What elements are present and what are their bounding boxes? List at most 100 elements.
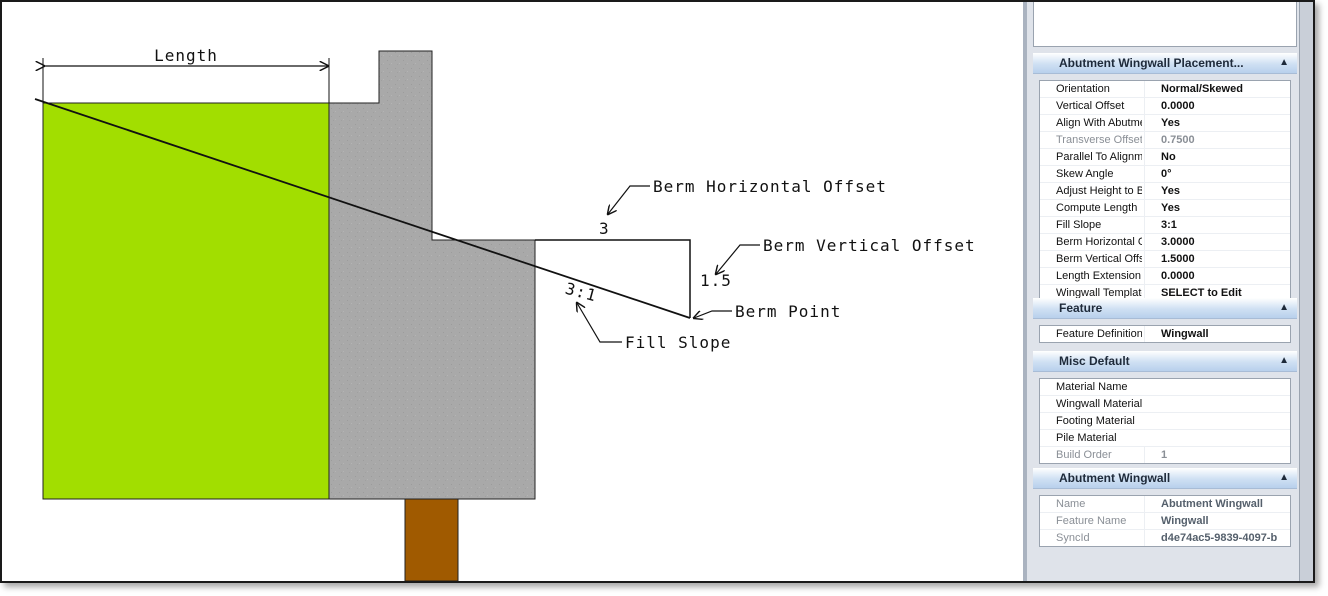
- section-feature-title: Feature: [1059, 301, 1103, 315]
- property-value: Abutment Wingwall: [1144, 496, 1290, 512]
- vertical-scrollbar[interactable]: [1299, 2, 1313, 581]
- fill-slope-line: [34, 98, 691, 319]
- property-row-parallel-to-alignment[interactable]: Parallel To AlignmentNo: [1040, 149, 1290, 166]
- fill-slope-label: Fill Slope: [625, 333, 731, 352]
- property-name: Adjust Height to Back: [1056, 185, 1142, 197]
- panel-top-box: [1033, 2, 1297, 47]
- property-row-orientation[interactable]: Orientation Normal/Skewed: [1040, 81, 1290, 98]
- property-name: Berm Horizontal Offset: [1056, 236, 1142, 248]
- berm-v-value: 1.5: [700, 271, 732, 290]
- property-value: 0.7500: [1144, 132, 1290, 148]
- property-name: Transverse Offset: [1056, 134, 1142, 146]
- property-row-compute-length[interactable]: Compute Length Yes: [1040, 200, 1290, 217]
- property-row-align-with-abutment[interactable]: Align With AbutmentYes: [1040, 115, 1290, 132]
- property-name: Wingwall Material: [1056, 398, 1142, 410]
- property-value[interactable]: Normal/Skewed: [1144, 81, 1290, 97]
- property-value[interactable]: 1.5000: [1144, 251, 1290, 267]
- property-name: Material Name: [1056, 381, 1128, 393]
- property-value[interactable]: SELECT to Edit: [1144, 285, 1290, 301]
- property-name: Length Extension: [1056, 270, 1142, 282]
- property-name: Compute Length: [1056, 202, 1138, 214]
- property-name: Fill Slope: [1056, 219, 1102, 231]
- section-placement-header[interactable]: Abutment Wingwall Placement... ▲: [1033, 53, 1297, 74]
- section-misc-title: Misc Default: [1059, 354, 1130, 368]
- property-value[interactable]: 0.0000: [1144, 268, 1290, 284]
- berm-v-label: Berm Vertical Offset: [763, 236, 976, 255]
- property-name: Feature Definition: [1056, 328, 1142, 340]
- property-name: Align With Abutment: [1056, 117, 1142, 129]
- section-misc-header[interactable]: Misc Default ▲: [1033, 351, 1297, 372]
- property-row-footing-material[interactable]: Footing Material: [1040, 413, 1290, 430]
- section-wingwall-header[interactable]: Abutment Wingwall ▲: [1033, 468, 1297, 489]
- wingwall-diagram: Length Berm Horizontal Offset 3 Berm Ver…: [34, 46, 976, 581]
- property-row-material-name[interactable]: Material Name: [1040, 379, 1290, 396]
- fill-slope-value: 3:1: [563, 279, 599, 306]
- section-misc-default: Misc Default ▲ Material Name Wingwall Ma…: [1033, 351, 1297, 464]
- wingwall-property-grid: Name Abutment Wingwall Feature Name Wingwa…: [1039, 495, 1291, 547]
- property-value[interactable]: Wingwall: [1144, 326, 1290, 342]
- property-name: Pile Material: [1056, 432, 1117, 444]
- property-name: Wingwall Template: [1056, 287, 1142, 299]
- misc-property-grid: Material Name Wingwall Material Footing …: [1039, 378, 1291, 464]
- drawing-canvas[interactable]: Length Berm Horizontal Offset 3 Berm Ver…: [2, 2, 1022, 581]
- section-abutment-wingwall: Abutment Wingwall ▲ Name Abutment Wingwal…: [1033, 468, 1297, 547]
- property-value: Wingwall: [1144, 513, 1290, 529]
- property-value[interactable]: Yes: [1144, 200, 1290, 216]
- length-label: Length: [154, 46, 218, 65]
- property-name: Berm Vertical Offset: [1056, 253, 1142, 265]
- fill-region: [42, 102, 330, 500]
- property-value: d4e74ac5-9839-4097-b: [1144, 530, 1290, 546]
- properties-panel: Abutment Wingwall Placement... ▲ Orienta…: [1023, 2, 1303, 581]
- property-row-wingwall-material[interactable]: Wingwall Material: [1040, 396, 1290, 413]
- property-row-vertical-offset[interactable]: Vertical Offset 0.0000: [1040, 98, 1290, 115]
- property-name: Name: [1056, 498, 1086, 510]
- section-placement-title: Abutment Wingwall Placement...: [1059, 56, 1244, 70]
- property-value: 1: [1144, 447, 1290, 463]
- berm-h-value: 3: [599, 219, 610, 238]
- property-row-feature-name: Feature Name Wingwall: [1040, 513, 1290, 530]
- berm-outline: [535, 239, 691, 318]
- property-row-syncid: SyncId d4e74ac5-9839-4097-b: [1040, 530, 1290, 546]
- property-name: Vertical Offset: [1056, 100, 1125, 112]
- property-row-build-order: Build Order 1: [1040, 447, 1290, 463]
- property-name: Orientation: [1056, 83, 1110, 95]
- property-row-adjust-height[interactable]: Adjust Height to BackYes: [1040, 183, 1290, 200]
- property-name: SyncId: [1056, 532, 1090, 544]
- berm-h-label: Berm Horizontal Offset: [653, 177, 887, 196]
- property-value[interactable]: 3:1: [1144, 217, 1290, 233]
- property-name: Footing Material: [1056, 415, 1135, 427]
- property-row-fill-slope[interactable]: Fill Slope 3:1: [1040, 217, 1290, 234]
- section-wingwall-title: Abutment Wingwall: [1059, 471, 1171, 485]
- property-value[interactable]: No: [1144, 149, 1290, 165]
- property-name: Parallel To Alignment: [1056, 151, 1142, 163]
- application-window: Length Berm Horizontal Offset 3 Berm Ver…: [0, 0, 1315, 583]
- property-name: Feature Name: [1056, 515, 1127, 527]
- property-name: Build Order: [1056, 449, 1112, 461]
- property-value[interactable]: 0°: [1144, 166, 1290, 182]
- property-value[interactable]: 0.0000: [1144, 98, 1290, 114]
- collapse-chevron-icon[interactable]: ▲: [1279, 472, 1289, 483]
- property-value[interactable]: Yes: [1144, 115, 1290, 131]
- collapse-chevron-icon[interactable]: ▲: [1279, 355, 1289, 366]
- collapse-chevron-icon[interactable]: ▲: [1279, 302, 1289, 313]
- property-value[interactable]: Yes: [1144, 183, 1290, 199]
- berm-point-label: Berm Point: [735, 302, 841, 321]
- fill-slope-leader: [577, 303, 622, 343]
- property-value[interactable]: 3.0000: [1144, 234, 1290, 250]
- property-row-pile-material[interactable]: Pile Material: [1040, 430, 1290, 447]
- placement-property-grid: Orientation Normal/Skewed Vertical Offset…: [1039, 80, 1291, 302]
- collapse-chevron-icon[interactable]: ▲: [1279, 57, 1289, 68]
- abutment-concrete: [328, 50, 536, 500]
- section-feature-header[interactable]: Feature ▲: [1033, 298, 1297, 319]
- pile: [404, 498, 459, 581]
- berm-point-leader: [694, 310, 732, 318]
- property-row-name: Name Abutment Wingwall: [1040, 496, 1290, 513]
